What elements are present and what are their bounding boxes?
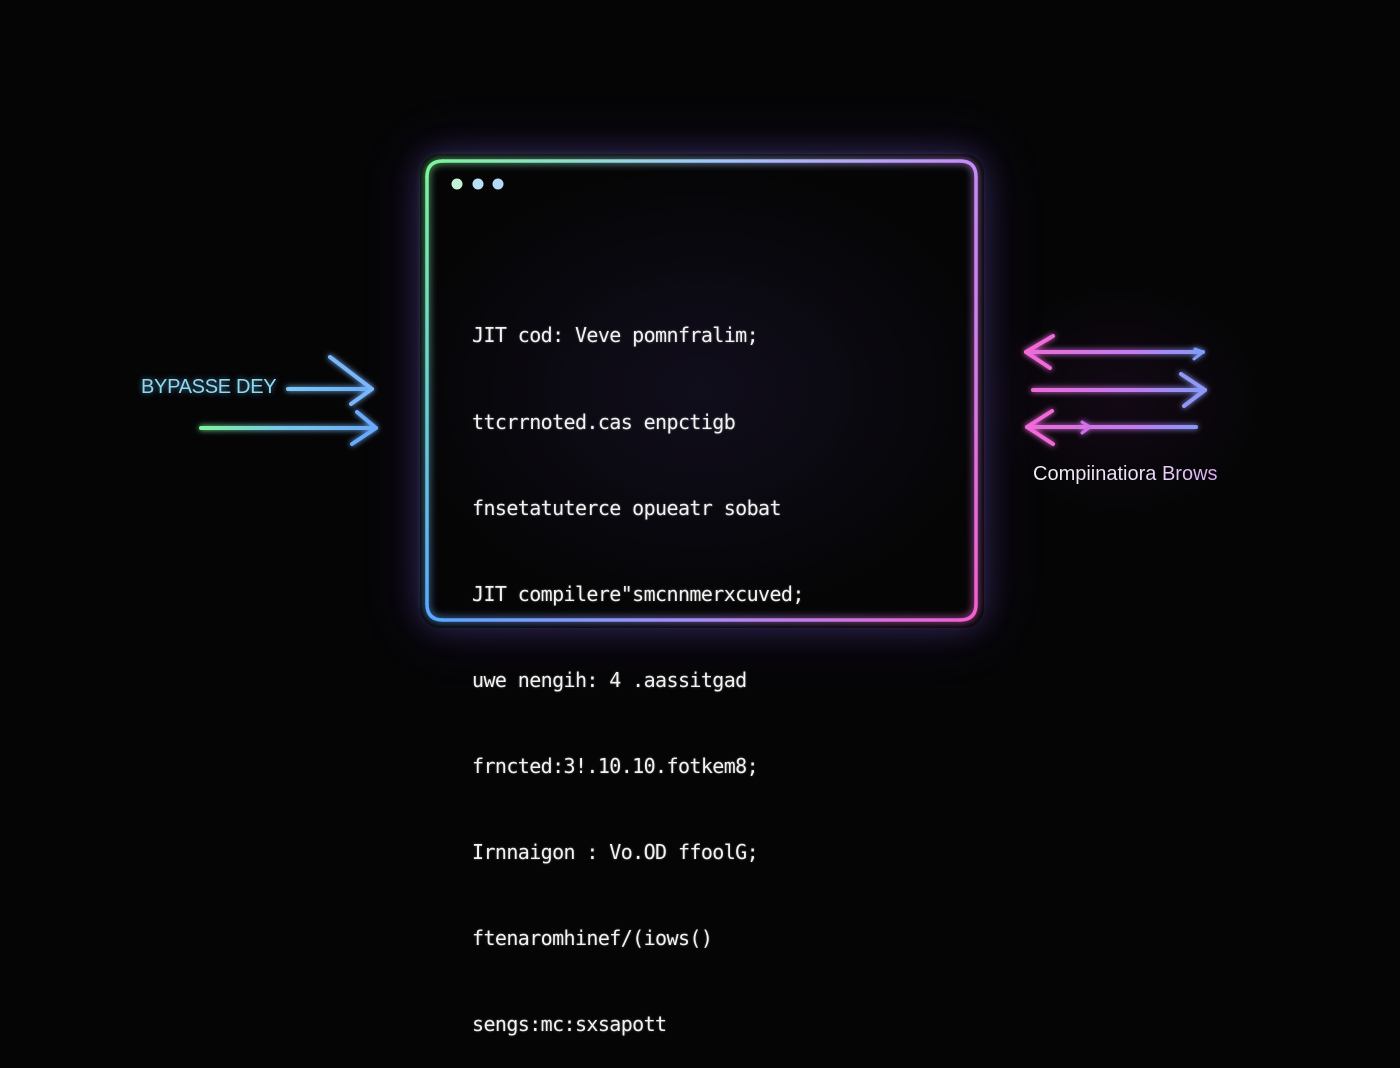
code-line: ftenaromhinef/(iows() — [472, 926, 713, 951]
code-line: JIT cod: Veve pomnfralim; — [472, 323, 759, 348]
code-line: fnsetatuterce opueatr sobat — [472, 495, 782, 520]
arrow-right-lower-icon — [199, 410, 378, 446]
arrow-left-top-icon — [1024, 334, 1205, 370]
code-line: uwe nengih: 4 .aassitgad — [472, 667, 747, 692]
window-dot-icon — [472, 178, 484, 190]
arrow-left-bottom-icon — [1025, 409, 1198, 446]
code-line: Irnnaigon : Vo.OD ffoolG; — [472, 839, 759, 864]
background-glow — [0, 0, 1400, 788]
browser-window-frame — [425, 159, 978, 622]
code-line: frncted:3!.10.10.fotkem8; — [472, 753, 759, 778]
code-line: JIT compilere"smcnnmerxcuved; — [472, 581, 804, 606]
window-dot-icon — [451, 178, 463, 190]
compilation-browser-label: Compiinatiora Brows — [1033, 463, 1218, 485]
arrow-right-middle-icon — [1031, 372, 1207, 408]
window-dot-icon — [492, 178, 504, 190]
code-block: JIT cod: Veve pomnfralim; ttcrrnoted.cas… — [472, 264, 804, 1068]
code-line: ttcrrnoted.cas enpctigb — [472, 409, 736, 434]
diagram-canvas — [199, 159, 1207, 622]
arrow-right-upper-icon — [286, 355, 374, 406]
bypass-label: BYPASSE DEY — [141, 376, 277, 398]
right-arrows — [1024, 334, 1207, 446]
code-line: sengs:mc:sxsapott — [472, 1012, 667, 1037]
left-arrows — [199, 355, 378, 446]
window-controls — [451, 178, 504, 190]
